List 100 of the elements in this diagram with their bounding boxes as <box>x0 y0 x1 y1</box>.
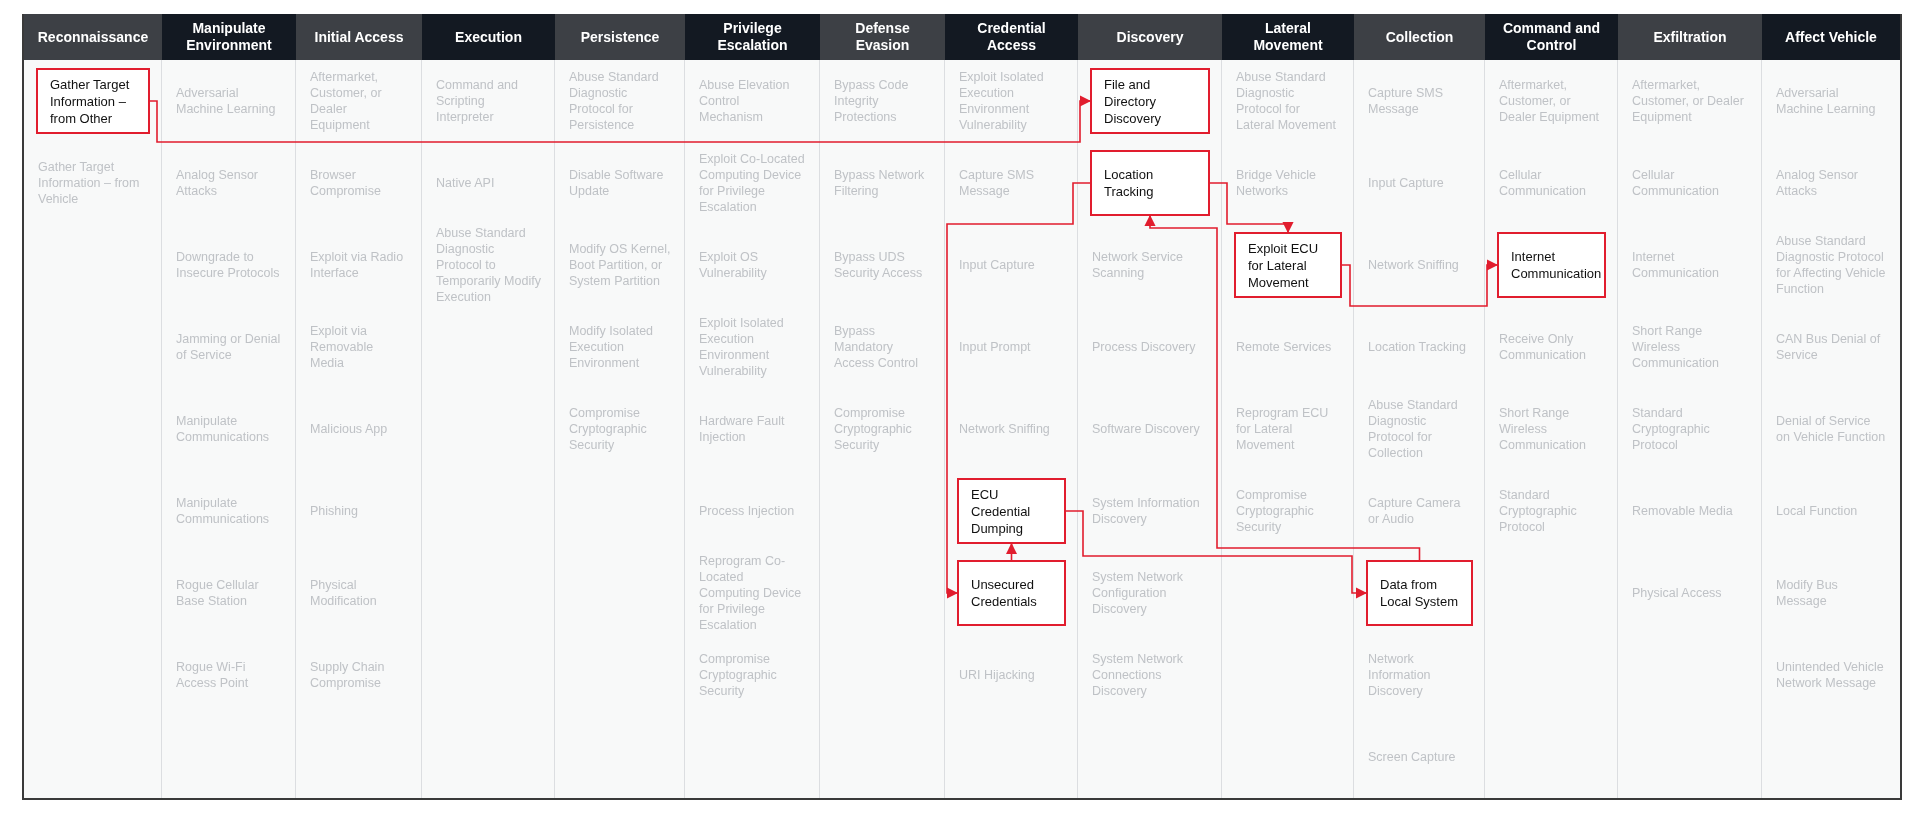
technique-name: Receive Only Communication <box>1499 331 1587 363</box>
technique-name: Bypass Code Integrity Protections <box>834 77 910 125</box>
column-header: Persistence <box>555 14 685 60</box>
column-header: Initial Access <box>296 14 422 60</box>
technique-name: Supply Chain Compromise <box>310 659 386 691</box>
technique-name: Bypass Mandatory Access Control <box>834 323 920 371</box>
technique-name: Software Discovery <box>1092 421 1200 437</box>
arrow <box>1144 214 1421 561</box>
column-header: Execution <box>422 14 555 60</box>
technique-name: Adversarial Machine Learning <box>176 85 277 117</box>
column-header: Command and Control <box>1485 14 1618 60</box>
column-header: Privilege Escalation <box>685 14 820 60</box>
technique-name: Process Discovery <box>1092 339 1196 355</box>
technique-name: Exploit Co-Located Computing Device for Privilege Escalation <box>699 151 806 215</box>
column-header: Exfiltration <box>1618 14 1762 60</box>
technique-name: Command and Scripting Interpreter <box>436 77 519 125</box>
technique-name: Native API <box>436 175 495 191</box>
technique-name: Standard Cryptographic Protocol <box>1499 487 1578 535</box>
technique-name: Network Service Scanning <box>1092 249 1184 281</box>
technique-name: Manipulate Communications <box>176 413 271 445</box>
technique-name: Network Sniffing <box>959 421 1050 437</box>
technique-name: Malicious App <box>310 421 388 437</box>
highlighted-technique-box: File and Directory Discovery <box>1090 68 1210 134</box>
technique-name: Analog Sensor Attacks <box>1776 167 1859 199</box>
technique-name: Phishing <box>310 503 358 519</box>
highlighted-technique-box: Unsecured Credentials <box>957 560 1066 626</box>
technique-name: Modify Isolated Execution Environment <box>569 323 655 371</box>
technique-name: Disable Software Update <box>569 167 665 199</box>
technique-name: CAN Bus Denial of Service <box>1776 331 1882 363</box>
technique-name: Rogue Cellular Base Station <box>176 577 260 609</box>
technique-name: System Network Connections Discovery <box>1092 651 1184 699</box>
technique-name: Compromise Cryptographic Security <box>699 651 778 699</box>
technique-name: Cellular Communication <box>1632 167 1720 199</box>
technique-name: Exploit via Radio Interface <box>310 249 405 281</box>
technique-name: Reprogram Co-Located Computing Device for Privilege Escalation <box>699 553 803 633</box>
arrow <box>1005 542 1018 561</box>
technique-name: Physical Access <box>1632 585 1722 601</box>
arrow <box>1209 182 1294 234</box>
technique-name: Reprogram ECU for Lateral Movement <box>1236 405 1330 453</box>
technique-name: Abuse Standard Diagnostic Protocol for Lateral Movement <box>1236 69 1338 133</box>
column-header: Defense Evasion <box>820 14 945 60</box>
technique-name: Exploit Isolated Execution Environment Vulnerability <box>699 315 785 379</box>
technique-name: Abuse Standard Diagnostic Protocol for Affecting Vehicle Function <box>1776 233 1886 297</box>
technique-name: Short Range Wireless Communication <box>1632 323 1720 371</box>
technique-name: Physical Modification <box>310 577 378 609</box>
technique-name: Exploit via Removable Media <box>310 323 375 371</box>
technique-name: Browser Compromise <box>310 167 382 199</box>
technique-name: Cellular Communication <box>1499 167 1587 199</box>
technique-name: Abuse Elevation Control Mechanism <box>699 77 791 125</box>
technique-name: Screen Capture <box>1368 749 1456 765</box>
technique-name: Bypass UDS Security Access <box>834 249 924 281</box>
highlighted-technique-box: Data from Local System <box>1366 560 1473 626</box>
technique-name: URI Hijacking <box>959 667 1035 683</box>
technique-name: Abuse Standard Diagnostic Protocol for Collection <box>1368 397 1459 461</box>
technique-name: Removable Media <box>1632 503 1733 519</box>
technique-name: Bypass Network Filtering <box>834 167 926 199</box>
technique-name: Capture Camera or Audio <box>1368 495 1462 527</box>
highlighted-technique-box: Exploit ECU for Lateral Movement <box>1234 232 1342 298</box>
column-header: Manipulate Environment <box>162 14 296 60</box>
highlighted-technique-box: Location Tracking <box>1090 150 1210 216</box>
column-header: Collection <box>1354 14 1485 60</box>
column-header: Discovery <box>1078 14 1222 60</box>
technique-name: Compromise Cryptographic Security <box>569 405 648 453</box>
technique-name: Local Function <box>1776 503 1858 519</box>
highlighted-technique-box: ECU Credential Dumping <box>957 478 1066 544</box>
technique-name: Bridge Vehicle Networks <box>1236 167 1317 199</box>
technique-name: Manipulate Communications <box>176 495 271 527</box>
technique-name: Jamming or Denial of Service <box>176 331 282 363</box>
column-header: Lateral Movement <box>1222 14 1354 60</box>
technique-name: Network Sniffing <box>1368 257 1459 273</box>
technique-name: Abuse Standard Diagnostic Protocol for Persistence <box>569 69 660 133</box>
arrow <box>1341 259 1499 307</box>
column-header: Reconnaissance <box>24 14 162 60</box>
technique-name: Internet Communication <box>1632 249 1720 281</box>
technique-name: Hardware Fault Injection <box>699 413 786 445</box>
technique-name: System Information Discovery <box>1092 495 1201 527</box>
technique-name: Downgrade to Insecure Protocols <box>176 249 281 281</box>
technique-name: System Network Configuration Discovery <box>1092 569 1184 617</box>
technique-name: Capture SMS Message <box>959 167 1036 199</box>
highlighted-technique-box: Internet Communication <box>1497 232 1606 298</box>
technique-name: Abuse Standard Diagnostic Protocol to Temporarily Modify Execution <box>436 225 541 305</box>
column-header: Affect Vehicle <box>1762 14 1900 60</box>
arrow <box>946 182 1091 599</box>
arrow <box>149 95 1092 143</box>
technique-name: Adversarial Machine Learning <box>1776 85 1877 117</box>
technique-name: Exploit Isolated Execution Environment Vulnerability <box>959 69 1045 133</box>
technique-name: Remote Services <box>1236 339 1332 355</box>
technique-name: Compromise Cryptographic Security <box>1236 487 1315 535</box>
technique-name: Short Range Wireless Communication <box>1499 405 1587 453</box>
technique-name: Capture SMS Message <box>1368 85 1445 117</box>
technique-name: Location Tracking <box>1368 339 1466 355</box>
technique-name: Compromise Cryptographic Security <box>834 405 913 453</box>
technique-name: Standard Cryptographic Protocol <box>1632 405 1711 453</box>
technique-name: Unintended Vehicle Network Message <box>1776 659 1885 691</box>
technique-name: Analog Sensor Attacks <box>176 167 259 199</box>
technique-name: Modify OS Kernel, Boot Partition, or System Partition <box>569 241 671 289</box>
technique-name: Gather Target Information – from Vehicle <box>38 159 141 207</box>
technique-name: Exploit OS Vulnerability <box>699 249 768 281</box>
technique-name: Process Injection <box>699 503 795 519</box>
arrow <box>1065 510 1368 599</box>
